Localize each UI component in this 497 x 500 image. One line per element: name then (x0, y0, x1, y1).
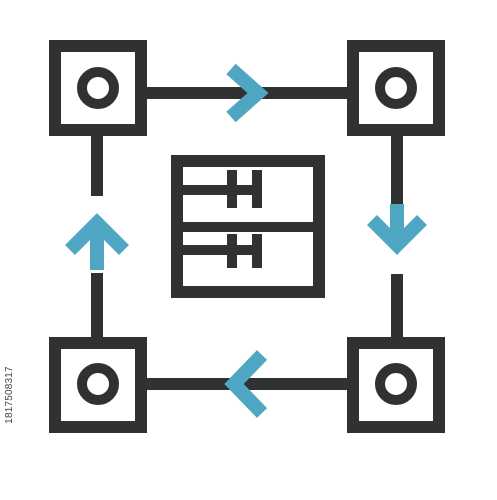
node-top-right (347, 40, 445, 136)
arrow-left-icon (224, 350, 268, 418)
node-ring-icon (77, 67, 119, 109)
arrow-right-icon (226, 63, 269, 123)
node-ring-icon (375, 363, 417, 405)
stock-id-label: 1817508317 (4, 366, 15, 424)
center-board (171, 155, 325, 298)
direction-arrows (65, 63, 427, 418)
node-bottom-left (49, 337, 147, 433)
node-ring-icon (77, 363, 119, 405)
node-ring-icon (375, 67, 417, 109)
node-frame (49, 40, 147, 136)
node-bottom-right (347, 337, 445, 433)
arrow-down-icon (367, 204, 427, 255)
arrow-up-icon (65, 213, 129, 270)
node-top-left (49, 40, 147, 136)
